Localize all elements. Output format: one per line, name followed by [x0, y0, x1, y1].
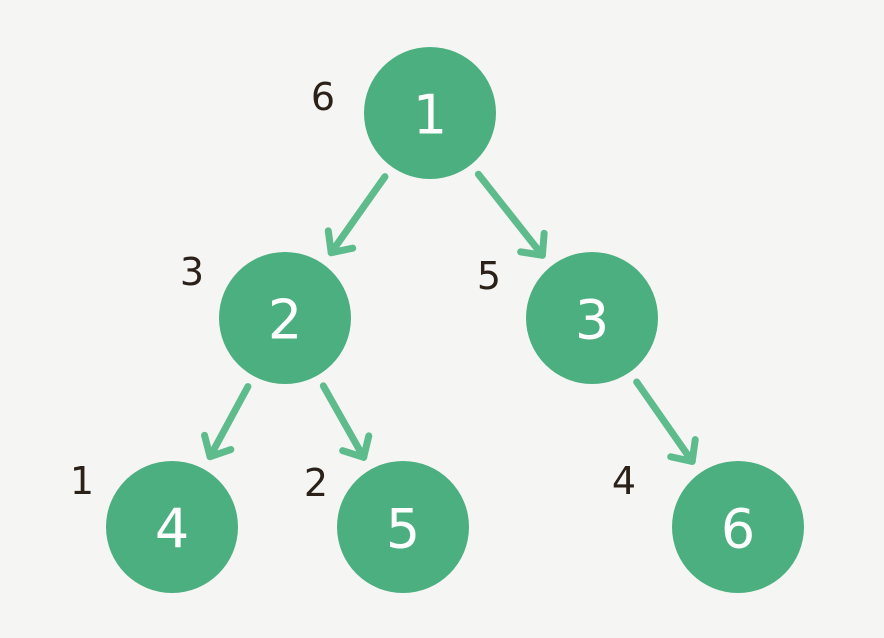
- traversal-order-label: 3: [180, 250, 204, 294]
- edge-line: [633, 378, 696, 465]
- node-label: 3: [575, 289, 609, 352]
- node-label: 2: [268, 289, 302, 352]
- edge-1-3: [474, 170, 548, 259]
- node-label: 4: [155, 498, 189, 561]
- arrowhead-icon: [201, 431, 235, 461]
- node-circle: [364, 47, 496, 179]
- tree-node-6: 64: [612, 459, 804, 593]
- node-label: 5: [386, 498, 420, 561]
- edge-2-4: [201, 383, 252, 461]
- tree-node-1: 16: [311, 47, 496, 179]
- edge-line: [474, 170, 546, 259]
- arrowhead-icon: [667, 436, 699, 465]
- tree-node-5: 52: [304, 461, 469, 593]
- edge-line: [319, 382, 368, 461]
- traversal-order-label: 4: [612, 459, 636, 503]
- edge-3-6: [633, 378, 699, 465]
- edge-line: [327, 173, 389, 257]
- edge-2-5: [319, 382, 373, 461]
- traversal-order-label: 5: [477, 254, 501, 298]
- node-circle: [337, 461, 469, 593]
- arrowhead-icon: [339, 432, 373, 461]
- node-circle: [219, 252, 351, 384]
- node-circle: [672, 461, 804, 593]
- arrowhead-icon: [324, 227, 357, 257]
- traversal-order-label: 1: [70, 459, 94, 503]
- node-label: 1: [413, 84, 447, 147]
- tree-node-4: 41: [70, 459, 238, 593]
- node-label: 6: [721, 498, 755, 561]
- edge-1-2: [324, 173, 389, 257]
- traversal-order-label: 2: [304, 461, 328, 505]
- arrowhead-icon: [517, 229, 548, 259]
- node-circle: [106, 461, 238, 593]
- traversal-order-label: 6: [311, 75, 335, 119]
- tree-node-3: 35: [477, 252, 658, 384]
- edge-line: [206, 383, 252, 461]
- tree-edges: [201, 170, 699, 465]
- node-circle: [526, 252, 658, 384]
- tree-node-2: 23: [180, 250, 351, 384]
